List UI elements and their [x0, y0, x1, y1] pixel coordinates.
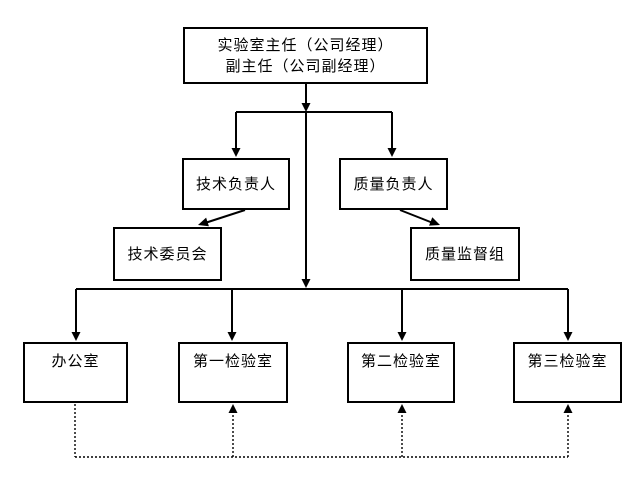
node-technical-manager: 技术负责人: [182, 158, 290, 210]
node-inspection-room-2: 第二检验室: [347, 342, 455, 403]
node-inspection-room-1-label: 第一检验室: [192, 353, 273, 370]
node-technical-committee: 技术委员会: [113, 227, 222, 281]
arrowhead-technical-manager: [231, 148, 241, 157]
node-inspection-room-3: 第三检验室: [513, 342, 622, 403]
arrowhead-inspection-room-3: [563, 332, 573, 341]
arrowhead-office: [71, 332, 81, 341]
node-director-line1: 实验室主任（公司经理）: [217, 36, 394, 54]
arrowhead-central-bottom: [301, 279, 311, 288]
arrowhead-dotted-room2: [397, 404, 407, 413]
arrowhead-technical-committee: [198, 217, 209, 227]
arrowhead-dotted-room1: [228, 404, 238, 413]
edge-quality-manager-to-supervision: [399, 209, 434, 224]
node-quality-manager: 质量负责人: [339, 158, 448, 210]
arrowhead-dotted-room3: [563, 404, 573, 413]
arrowhead-inspection-room-1: [227, 332, 237, 341]
arrowhead-quality-manager: [387, 148, 397, 157]
edge-technical-manager-to-committee: [204, 209, 246, 224]
node-inspection-room-2-label: 第二检验室: [360, 353, 441, 370]
node-technical-committee-label: 技术委员会: [127, 245, 208, 263]
node-quality-supervision-group-label: 质量监督组: [424, 245, 505, 263]
arrowhead-inspection-room-2: [397, 332, 407, 341]
node-office: 办公室: [23, 342, 128, 403]
arrowhead-central-top: [301, 103, 311, 112]
node-quality-supervision-group: 质量监督组: [410, 227, 520, 281]
node-office-label: 办公室: [51, 353, 100, 370]
node-technical-manager-label: 技术负责人: [195, 175, 276, 193]
node-director: 实验室主任（公司经理） 副主任（公司副经理）: [183, 27, 428, 84]
node-inspection-room-1: 第一检验室: [178, 342, 288, 403]
node-inspection-room-3-label: 第三检验室: [527, 353, 608, 370]
node-director-line2: 副主任（公司副经理）: [225, 57, 386, 75]
arrowhead-quality-supervision: [429, 217, 440, 226]
node-quality-manager-label: 质量负责人: [353, 175, 434, 193]
